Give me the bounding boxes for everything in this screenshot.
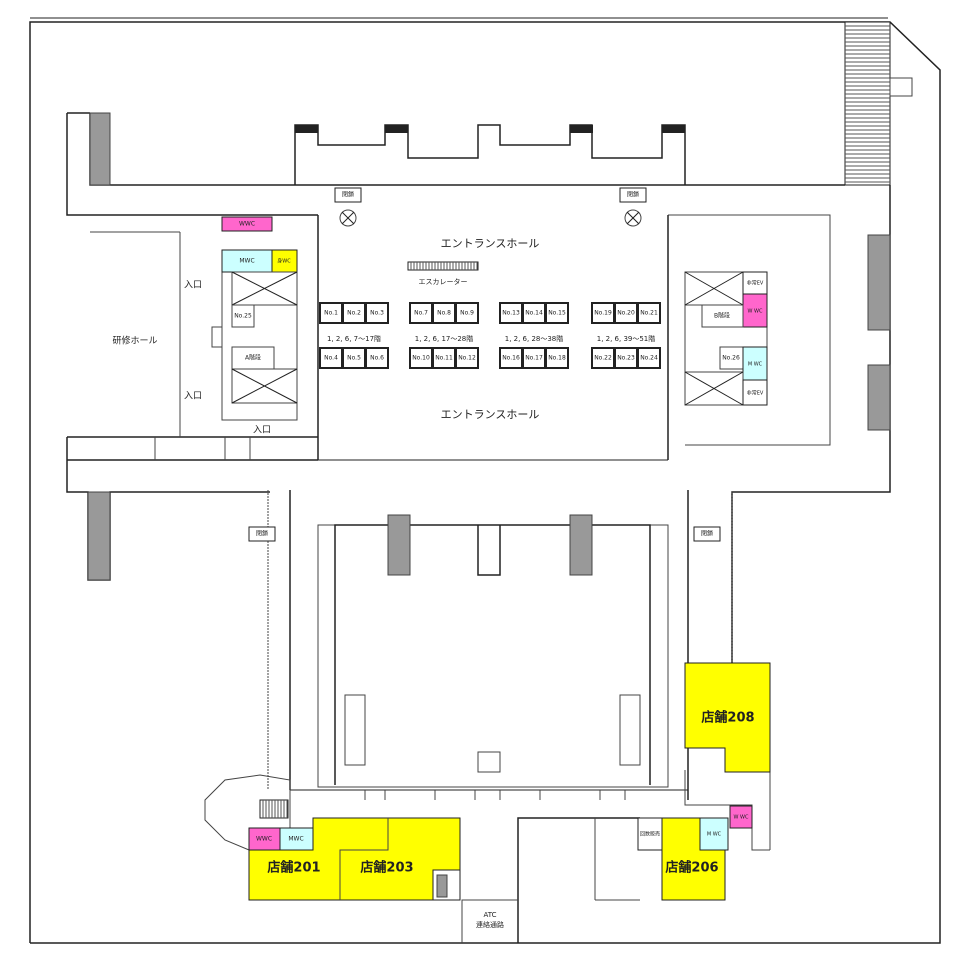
- mwc-label: MWC: [239, 258, 254, 265]
- training-hall-label: 研修ホール: [112, 335, 157, 347]
- closed-door-icon: [339, 209, 357, 227]
- elevator-car: [545, 347, 569, 369]
- shop-label: 店舗201: [267, 860, 320, 876]
- left-core: MWC 身WC No.25 A階段: [211, 249, 298, 421]
- entrance-label: 入口: [184, 391, 202, 402]
- elevator-label: No.22: [594, 355, 612, 362]
- elevator-label: No.21: [640, 310, 658, 317]
- right-core: 非常EV W WC B階段 No.26 M WC 非常EV: [684, 271, 768, 406]
- elevator-car: [455, 347, 479, 369]
- svg-text:MWC: MWC: [288, 836, 303, 843]
- elevator-label: No.3: [370, 310, 384, 317]
- floor-range-label: 1, 2, 6, 28～38階: [505, 334, 564, 343]
- svg-text:W WC: W WC: [734, 815, 749, 821]
- closed-door-icon: [624, 209, 642, 227]
- elevator-label: No.14: [525, 310, 543, 317]
- elevator-label: No.10: [412, 355, 430, 362]
- elevator-label: No.24: [640, 355, 658, 362]
- elevator-label: No.16: [502, 355, 520, 362]
- wwc-label: WWC: [239, 221, 255, 228]
- elevator-label: No.18: [548, 355, 566, 362]
- stair-left-top: [89, 112, 111, 186]
- elevator-label: No.23: [617, 355, 635, 362]
- closed-label: 閉鎖: [701, 530, 713, 538]
- shop-label: 店舗203: [360, 860, 413, 876]
- elevator-group: No.1 No.2 No.3No.4 No.5 No.6 1, 2, 6, 7～17階: [319, 302, 389, 369]
- atc-label: ATC: [484, 911, 497, 919]
- entrance-hall-label: エントランスホール: [441, 408, 540, 421]
- elevator-label: No.8: [437, 310, 451, 317]
- elevator-label: No.6: [370, 355, 384, 362]
- stair-left-bottom: [87, 491, 111, 581]
- stair-label: A階段: [245, 354, 261, 362]
- elevator-group: No.7 No.8 No.9No.10 No.11 No.12 1, 2, 6, 17～2…: [409, 302, 479, 369]
- svg-text:M WC: M WC: [707, 832, 722, 838]
- svg-text:B階段: B階段: [714, 312, 730, 320]
- floor-range-label: 1, 2, 6, 7～17階: [327, 334, 381, 343]
- svg-text:非常EV: 非常EV: [747, 280, 764, 287]
- shop-208: 店舗208: [684, 662, 771, 773]
- elevator-label: No.15: [548, 310, 566, 317]
- shop-label: 店舗206: [665, 860, 718, 876]
- elevator-car: [637, 347, 661, 369]
- closed-markers: 閉鎖 閉鎖 閉鎖 閉鎖: [248, 187, 721, 542]
- stair-top-right: [844, 21, 913, 186]
- elevator-car: [455, 302, 479, 324]
- shops-201-203: WWC MWC 店舗201 店舗203: [248, 817, 461, 901]
- atc-passage-label: 連絡通路: [476, 920, 504, 929]
- svg-text:非常EV: 非常EV: [747, 390, 764, 397]
- elevator-car: [637, 302, 661, 324]
- floor-range-label: 1, 2, 6, 39～51階: [597, 334, 656, 343]
- elevator-label: No.17: [525, 355, 543, 362]
- closed-label: 閉鎖: [256, 530, 268, 538]
- elevator-car: [365, 302, 389, 324]
- closed-label: 閉鎖: [627, 191, 639, 199]
- elevator-label: No.20: [617, 310, 635, 317]
- womens-wc-top: [221, 216, 273, 232]
- elevator-label: No.5: [347, 355, 361, 362]
- elevator-label: No.11: [435, 355, 453, 362]
- svg-text:回数販売: 回数販売: [640, 831, 660, 838]
- svg-text:W WC: W WC: [748, 309, 763, 315]
- entrance-label: 入口: [184, 280, 202, 291]
- accessible-wc-label: 身WC: [277, 258, 291, 265]
- site-boundary: [29, 17, 941, 944]
- shop-206: M WC W WC 回数販売 店舗206: [637, 805, 753, 901]
- closed-label: 閉鎖: [342, 191, 354, 199]
- entrance-label: 入口: [253, 425, 271, 436]
- elevator-label: No.7: [414, 310, 428, 317]
- elevator-label: No.2: [347, 310, 361, 317]
- elevator-label: No.19: [594, 310, 612, 317]
- elevator-label: No.9: [460, 310, 474, 317]
- elevator-car: [545, 302, 569, 324]
- building-walls: [66, 112, 891, 943]
- svg-text:No.26: No.26: [722, 355, 740, 362]
- shop-label: 店舗208: [701, 710, 754, 726]
- elevator-label: No.4: [324, 355, 338, 362]
- svg-text:M WC: M WC: [748, 362, 763, 368]
- escalator-label: エスカレーター: [419, 277, 468, 286]
- elevator-label: No.25: [234, 313, 252, 320]
- escalator: エスカレーター: [407, 261, 479, 286]
- elevator-label: No.12: [458, 355, 476, 362]
- elevator-car: [365, 347, 389, 369]
- elevator-label: No.13: [502, 310, 520, 317]
- elevator-label: No.1: [324, 310, 338, 317]
- svg-text:WWC: WWC: [256, 836, 272, 843]
- entrance-hall-label: エントランスホール: [441, 237, 540, 250]
- floor-range-label: 1, 2, 6, 17～28階: [415, 334, 474, 343]
